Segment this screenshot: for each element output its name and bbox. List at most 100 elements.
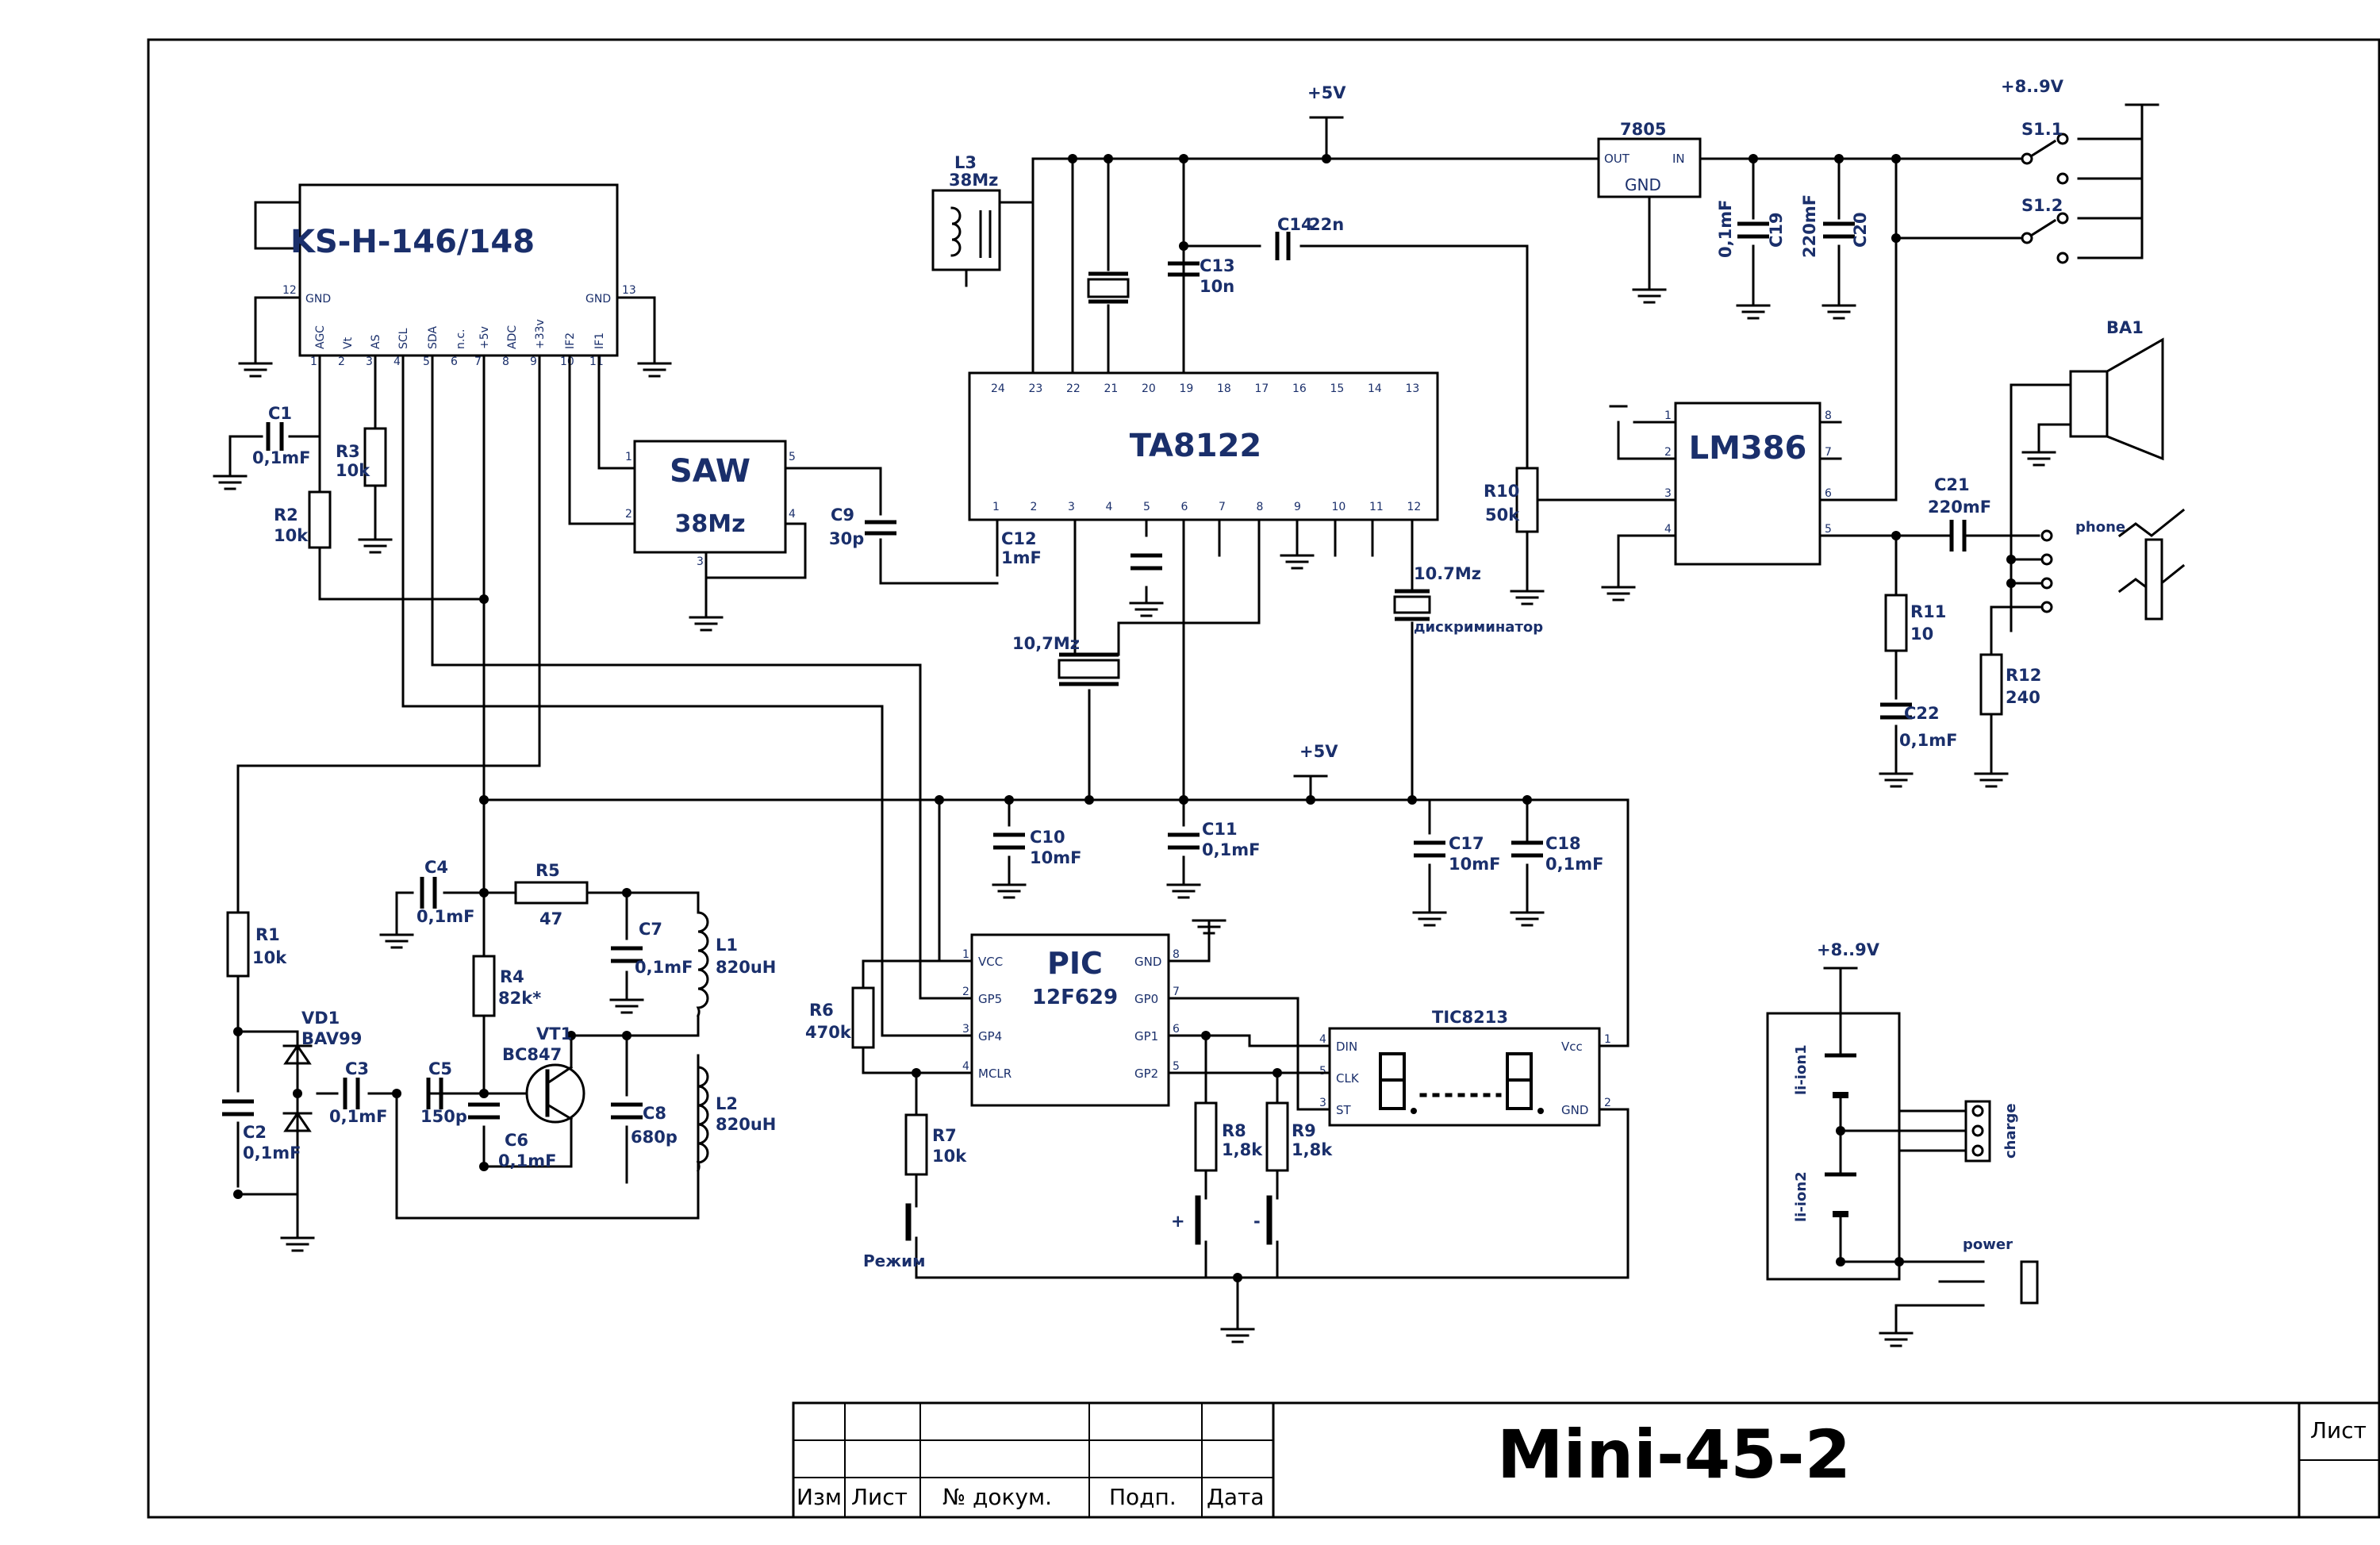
value-C5: 150p <box>420 1107 467 1126</box>
pic-left-pin-number: 2 <box>962 986 969 998</box>
tuner-pin-name: +5v <box>478 326 491 349</box>
tuner-pin-number: 8 <box>502 356 509 368</box>
pic-name: PIC <box>1047 946 1103 981</box>
value-R6: 470k <box>805 1023 852 1042</box>
pic-right-pin-name: GP2 <box>1134 1067 1158 1081</box>
pic-left-pin-name: GP5 <box>978 992 1002 1006</box>
tuner-pin-name: SDA <box>427 326 440 349</box>
label-crystal-discrim: 10.7Mz <box>1414 564 1481 583</box>
tuner-pin-name: IF1 <box>593 332 606 349</box>
label-C21: C21 <box>1934 475 1970 494</box>
value-L1: 820uH <box>716 958 776 977</box>
value-L2: 820uH <box>716 1115 776 1134</box>
wiring <box>228 103 2159 1335</box>
tuner-pin-name: Vt <box>342 336 355 349</box>
ta8122-top-pin: 18 <box>1217 382 1231 395</box>
pic-mcu <box>970 933 1170 1107</box>
label-C3: C3 <box>345 1059 369 1078</box>
resistor-R6 <box>851 986 875 1049</box>
resistor-R1 <box>226 911 250 978</box>
label-mode-button: Режим <box>863 1251 926 1270</box>
value-C4: 0,1mF <box>416 907 474 926</box>
label-L2: L2 <box>716 1094 738 1113</box>
lm386-left-pin: 2 <box>1664 446 1672 459</box>
battery-compartment <box>1766 1012 1901 1281</box>
tuner-pin-name: +33v <box>534 319 547 349</box>
ta8122-bottom-pin: 7 <box>1219 501 1226 513</box>
label-C13: C13 <box>1200 256 1235 275</box>
label-S11: S1.1 <box>2021 120 2063 139</box>
ta8122-top-pin: 14 <box>1368 382 1382 395</box>
value-C22: 0,1mF <box>1899 731 1957 750</box>
title-block-col-docno: № докум. <box>942 1484 1052 1510</box>
value-R12: 240 <box>2006 688 2040 707</box>
resistors <box>226 427 2003 1176</box>
label-vbat-top: +8..9V <box>2001 77 2064 96</box>
tuner-pin-name: AS <box>370 334 382 349</box>
label-C8: C8 <box>643 1104 666 1123</box>
label-VT1: VT1 <box>536 1024 572 1043</box>
label-R1: R1 <box>255 925 280 944</box>
resistor-R10 <box>1515 467 1539 533</box>
value-R1: 10k <box>252 948 287 967</box>
label-discriminator: дискриминатор <box>1414 619 1543 636</box>
label-R5: R5 <box>536 861 560 880</box>
display-left-pin-name: ST <box>1336 1103 1352 1117</box>
regulator-gnd: GND <box>1625 175 1661 194</box>
label-C17: C17 <box>1449 834 1484 853</box>
pic-left-pin-name: GP4 <box>978 1029 1002 1043</box>
diode-VD1 <box>282 1043 313 1132</box>
tuner-pin-name: IF2 <box>564 332 577 349</box>
label-C1: C1 <box>268 404 292 423</box>
label-C10: C10 <box>1030 828 1065 847</box>
value-C8: 680p <box>631 1128 678 1147</box>
title-block-col-rev: Изм <box>797 1484 842 1510</box>
label-bat2: li-ion2 <box>1793 1171 1810 1222</box>
display-right-pin-name: Vcc <box>1561 1040 1583 1054</box>
tuner-pin-number: 10 <box>560 356 574 368</box>
value-R4: 82k* <box>498 989 541 1008</box>
speaker-BA1 <box>2069 337 2164 461</box>
charge-connector <box>1964 1100 1991 1163</box>
tuner-pin-number: 5 <box>423 356 430 368</box>
value-R3: 10k <box>336 461 370 480</box>
ground-symbols <box>213 288 2056 1347</box>
label-VD1: VD1 <box>301 1009 340 1028</box>
saw-pin-4: 4 <box>789 508 796 521</box>
resistor-R8 <box>1194 1101 1218 1172</box>
label-bat1: li-ion1 <box>1793 1044 1810 1095</box>
tic8213-display <box>1328 1027 1601 1127</box>
discriminator <box>1393 595 1431 614</box>
pic-right-pin-name: GP0 <box>1134 992 1158 1006</box>
ta8122-bottom-pin: 9 <box>1294 501 1301 513</box>
display-left-pin-name: DIN <box>1336 1040 1357 1054</box>
lm386-right-pin: 7 <box>1825 446 1832 459</box>
label-power: power <box>1963 1236 2013 1253</box>
resistor-R7 <box>904 1113 928 1176</box>
L3-coil <box>931 189 1001 271</box>
label-C5: C5 <box>428 1059 452 1078</box>
ta8122-bottom-pin: 3 <box>1068 501 1075 513</box>
value-C10: 10mF <box>1030 848 1081 867</box>
tuner-pin-number: 1 <box>310 356 317 368</box>
value-C7: 0,1mF <box>635 958 693 977</box>
label-C19: C19 <box>1767 212 1786 248</box>
pic-part: 12F629 <box>1032 986 1118 1009</box>
value-C3: 0,1mF <box>329 1107 387 1126</box>
pic-left-pin-number: 1 <box>962 948 969 961</box>
value-R7: 10k <box>932 1147 967 1166</box>
value-R10: 50k <box>1485 505 1520 525</box>
lm386-ic <box>1674 402 1821 566</box>
display-left-pin-number: 5 <box>1319 1065 1326 1078</box>
ta8122-bottom-pin: 1 <box>992 501 1000 513</box>
label-L3: L3 <box>954 153 977 172</box>
value-C6: 0,1mF <box>498 1151 556 1170</box>
value-C2: 0,1mF <box>243 1143 301 1163</box>
tuner-pin-name: AGC <box>314 325 327 349</box>
lm386-left-pin: 3 <box>1664 487 1672 500</box>
ta8122-bottom-pin: 8 <box>1257 501 1264 513</box>
label-C7: C7 <box>639 920 662 939</box>
inductors <box>696 206 992 1172</box>
pic-left-pin-name: MCLR <box>978 1067 1012 1081</box>
label-crystal-10-7: 10,7Mz <box>1012 634 1080 653</box>
